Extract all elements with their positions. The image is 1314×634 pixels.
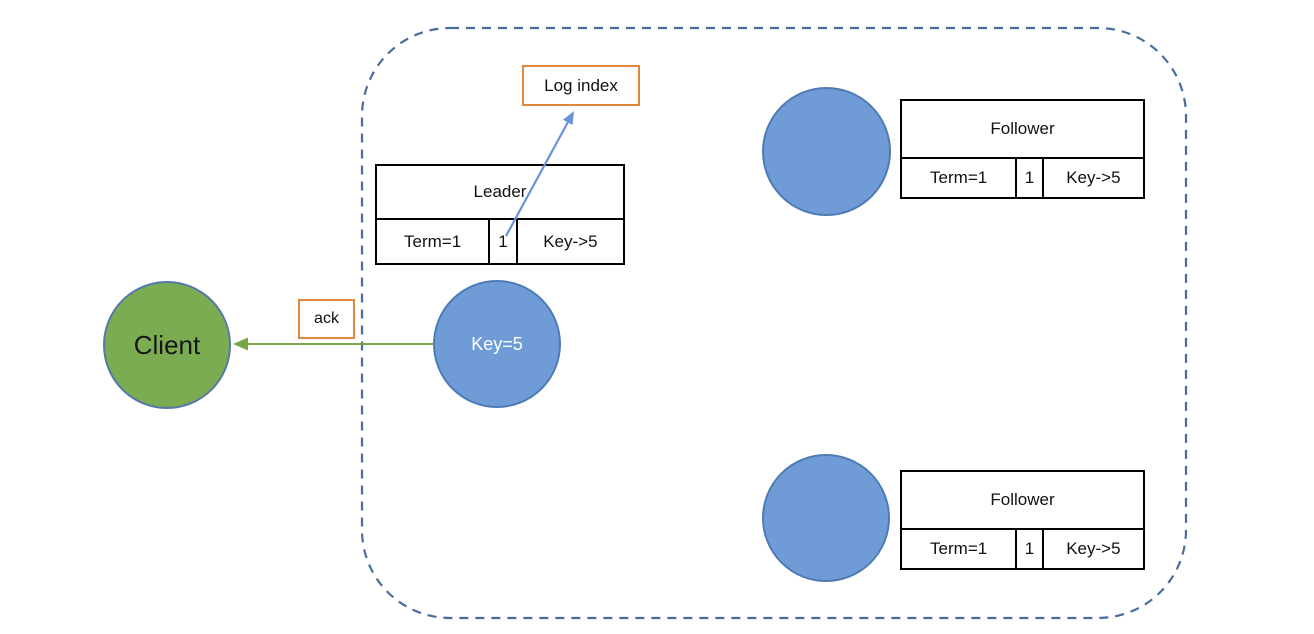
log-index-callout: Log index bbox=[522, 65, 640, 106]
follower-1-table-row: Term=1 1 Key->5 bbox=[902, 159, 1143, 197]
follower-1-entry-cell: Key->5 bbox=[1041, 159, 1143, 197]
leader-log-index-cell: 1 bbox=[488, 220, 516, 263]
follower-1-table-title: Follower bbox=[902, 101, 1143, 159]
follower-2-table-row: Term=1 1 Key->5 bbox=[902, 530, 1143, 568]
follower-2-log-index-cell: 1 bbox=[1015, 530, 1042, 568]
follower-node-2 bbox=[762, 454, 890, 582]
leader-table-row: Term=1 1 Key->5 bbox=[377, 220, 623, 263]
client-node-label: Client bbox=[133, 329, 201, 360]
leader-node-label: Key=5 bbox=[471, 333, 523, 354]
follower-1-term-cell: Term=1 bbox=[930, 168, 988, 187]
leader-entry-cell: Key->5 bbox=[515, 220, 623, 263]
follower-table-1: Follower Term=1 1 Key->5 bbox=[900, 99, 1145, 199]
leader-term-cell: Term=1 bbox=[404, 231, 462, 251]
client-node: Client bbox=[103, 281, 231, 409]
leader-node: Key=5 bbox=[433, 280, 561, 408]
log-index-arrowhead bbox=[562, 111, 574, 125]
follower-table-2: Follower Term=1 1 Key->5 bbox=[900, 470, 1145, 570]
follower-1-log-index-cell: 1 bbox=[1015, 159, 1042, 197]
follower-2-entry-cell: Key->5 bbox=[1041, 530, 1143, 568]
follower-2-table-title: Follower bbox=[902, 472, 1143, 530]
leader-table-title: Leader bbox=[377, 166, 623, 220]
leader-table: Leader Term=1 1 Key->5 bbox=[375, 164, 625, 265]
follower-2-term-cell: Term=1 bbox=[930, 539, 988, 558]
follower-node-1 bbox=[762, 87, 891, 216]
ack-callout-label: ack bbox=[314, 310, 339, 327]
ack-callout: ack bbox=[298, 299, 355, 339]
ack-arrowhead bbox=[233, 337, 248, 351]
log-index-callout-label: Log index bbox=[544, 75, 618, 95]
